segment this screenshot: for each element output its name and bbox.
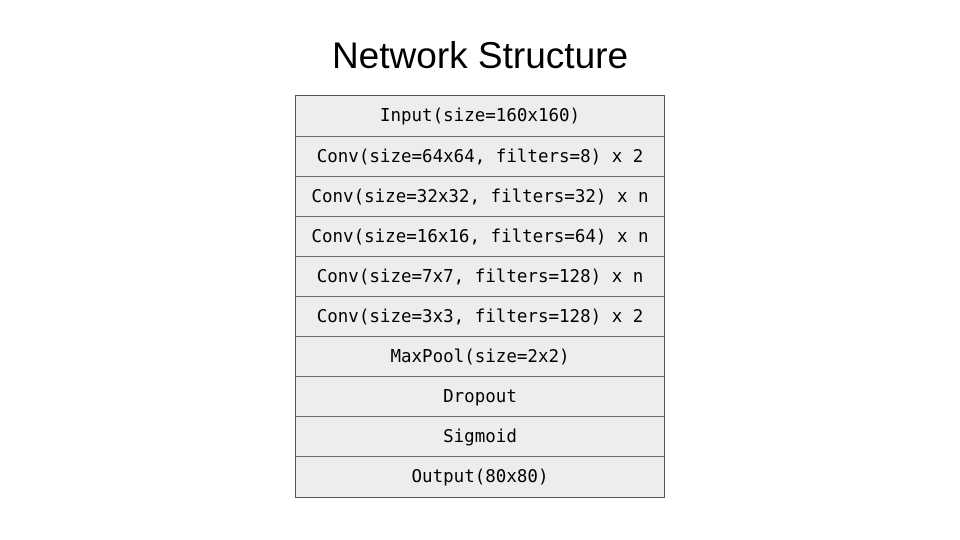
layer-label: Dropout <box>443 386 517 407</box>
layer-row-maxpool: MaxPool(size=2x2) <box>296 337 664 377</box>
layer-label: Conv(size=7x7, filters=128) x n <box>316 266 644 287</box>
layer-label: Conv(size=3x3, filters=128) x 2 <box>316 306 644 327</box>
layer-row-dropout: Dropout <box>296 377 664 417</box>
layer-row-conv-3: Conv(size=3x3, filters=128) x 2 <box>296 297 664 337</box>
network-structure-diagram: Input(size=160x160) Conv(size=64x64, fil… <box>295 95 665 498</box>
layer-label: Output(80x80) <box>411 467 549 487</box>
layer-label: Input(size=160x160) <box>379 106 581 126</box>
layer-row-conv-7: Conv(size=7x7, filters=128) x n <box>296 257 664 297</box>
layer-row-conv-32: Conv(size=32x32, filters=32) x n <box>296 177 664 217</box>
layer-row-output: Output(80x80) <box>296 457 664 497</box>
layer-label: Conv(size=16x16, filters=64) x n <box>311 226 649 247</box>
layer-row-conv-64: Conv(size=64x64, filters=8) x 2 <box>296 137 664 177</box>
page-title: Network Structure <box>331 35 629 76</box>
layer-row-input: Input(size=160x160) <box>296 96 664 137</box>
layer-label: Sigmoid <box>443 426 517 447</box>
layer-row-conv-16: Conv(size=16x16, filters=64) x n <box>296 217 664 257</box>
layer-row-sigmoid: Sigmoid <box>296 417 664 457</box>
layer-label: Conv(size=64x64, filters=8) x 2 <box>316 146 644 167</box>
layer-label: Conv(size=32x32, filters=32) x n <box>311 186 649 207</box>
layer-label: MaxPool(size=2x2) <box>390 346 570 367</box>
